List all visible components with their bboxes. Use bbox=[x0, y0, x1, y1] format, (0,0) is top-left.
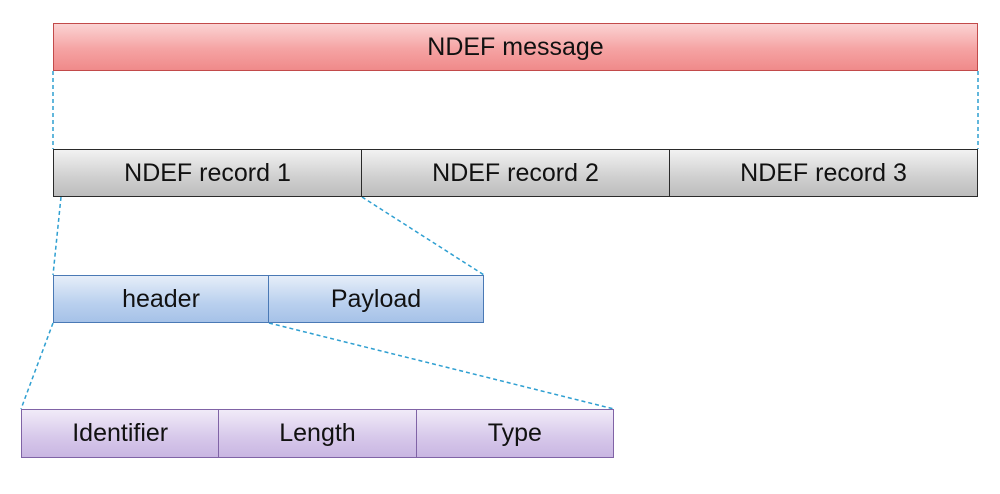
header-field-label: Identifier bbox=[72, 419, 169, 447]
header-field-identifier: Identifier bbox=[22, 410, 220, 457]
record-payload-label: Payload bbox=[330, 284, 422, 313]
connector-record-left bbox=[52, 196, 62, 276]
ndef-record-2: NDEF record 2 bbox=[362, 150, 670, 196]
ndef-record-1: NDEF record 1 bbox=[54, 150, 362, 196]
header-fields-row: Identifier Length Type bbox=[21, 409, 614, 458]
ndef-record-label: NDEF record 1 bbox=[124, 158, 291, 187]
ndef-records-row: NDEF record 1 NDEF record 2 NDEF record … bbox=[53, 149, 978, 197]
header-field-type: Type bbox=[416, 410, 613, 457]
connector-record-right bbox=[361, 196, 485, 276]
header-field-length: Length bbox=[219, 410, 417, 457]
record-payload-box: Payload bbox=[269, 276, 483, 322]
record-header-label: header bbox=[122, 284, 200, 313]
connector-header-left bbox=[20, 322, 54, 410]
record-header-box: header bbox=[54, 276, 269, 322]
header-field-label: Length bbox=[279, 419, 356, 447]
ndef-record-label: NDEF record 2 bbox=[432, 158, 599, 187]
connector-header-right bbox=[268, 322, 615, 410]
ndef-message-box: NDEF message bbox=[53, 23, 978, 71]
header-field-label: Type bbox=[487, 419, 542, 447]
ndef-record-label: NDEF record 3 bbox=[740, 158, 907, 187]
ndef-record-3: NDEF record 3 bbox=[670, 150, 977, 196]
ndef-message-label: NDEF message bbox=[427, 32, 604, 61]
record-parts-row: header Payload bbox=[53, 275, 484, 323]
